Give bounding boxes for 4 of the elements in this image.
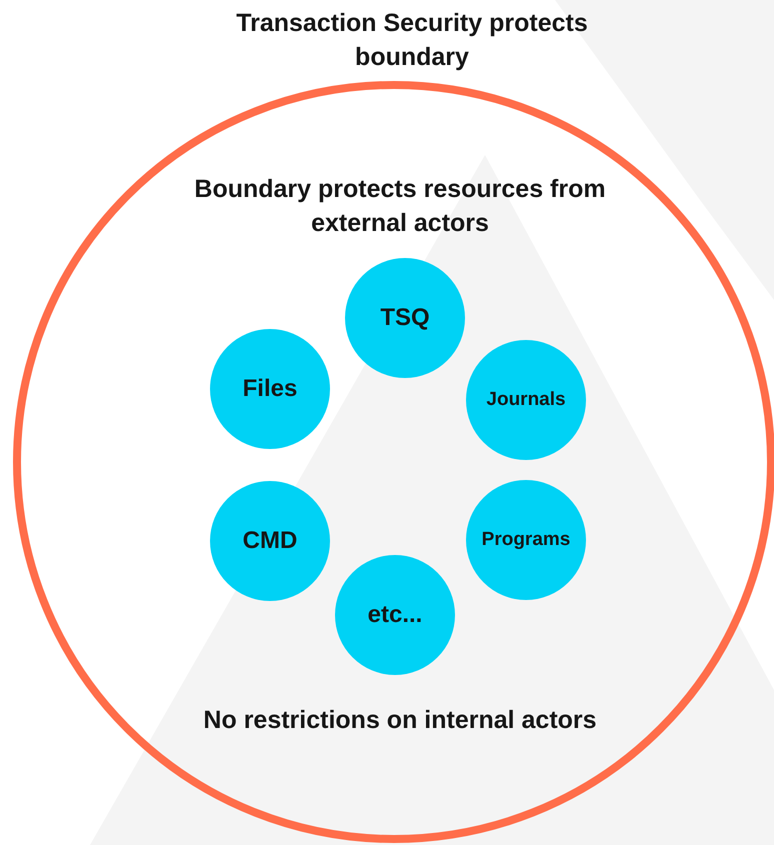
resource-circle: Files	[210, 329, 330, 449]
boundary-heading: Boundary protects resources from external actors	[193, 174, 607, 239]
title: Transaction Security protects boundary	[235, 8, 589, 73]
boundary-note: No restrictions on internal actors	[202, 705, 598, 736]
